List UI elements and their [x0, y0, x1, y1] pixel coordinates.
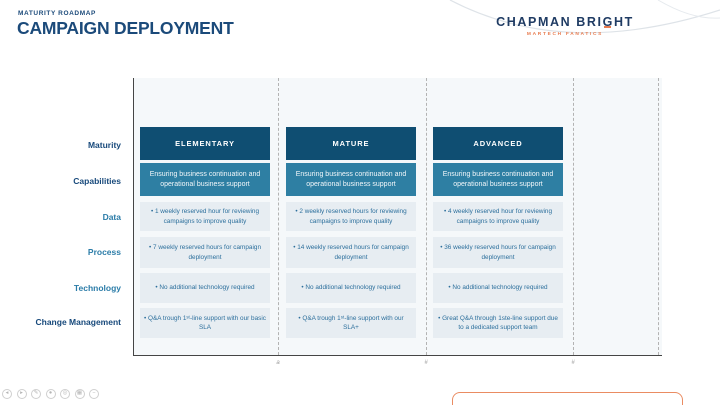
logo-stylized-g: G — [602, 15, 614, 29]
row-label-process: Process — [87, 247, 121, 257]
logo-text-post: HT — [613, 15, 634, 29]
cell-mature-process: • 14 weekly reserved hours for campaign … — [286, 237, 416, 268]
orange-callout-box — [452, 392, 683, 405]
cell-mature-change-mgmt: • Q&A trough 1ˢᵗ-line support with our S… — [286, 308, 416, 338]
pen-icon[interactable]: ✎ — [31, 389, 41, 399]
next-slide-icon[interactable]: ▸ — [16, 389, 27, 399]
column-divider-2 — [426, 78, 427, 355]
cell-mature-data: • 2 weekly reserved hours for reviewing … — [286, 202, 416, 231]
row-label-maturity: Maturity — [87, 140, 121, 150]
row-label-technology: Technology — [73, 283, 121, 293]
see-all-slides-icon[interactable]: ▦ — [74, 389, 85, 399]
cell-advanced-technology: • No additional technology required — [433, 273, 563, 303]
cell-advanced-change-mgmt: • Great Q&A through 1ste-line support du… — [433, 308, 563, 338]
laser-pointer-icon[interactable]: ● — [45, 389, 56, 399]
row-label-change-management: Change Management — [35, 317, 122, 327]
matrix-left-axis — [133, 78, 135, 355]
cell-elementary-process: • 7 weekly reserved hours for campaign d… — [140, 237, 270, 268]
column-header-mature: MATURE — [286, 127, 416, 160]
column-divider-4 — [658, 78, 659, 355]
slide-title: CAMPAIGN DEPLOYMENT — [17, 18, 234, 38]
more-options-icon[interactable]: − — [89, 389, 99, 399]
cell-mature-technology: • No additional technology required — [286, 273, 416, 303]
column-header-elementary: ELEMENTARY — [140, 127, 270, 160]
cell-advanced-process: • 36 weekly reserved hours for campaign … — [433, 237, 563, 268]
row-label-data: Data — [102, 212, 121, 222]
cell-advanced-capabilities: Ensuring business continuation and opera… — [433, 163, 563, 196]
zoom-icon[interactable]: ◎ — [60, 389, 70, 399]
matrix-bottom-axis — [133, 354, 662, 356]
column-divider-3 — [573, 78, 574, 355]
company-tagline: MARTECH FANATICS — [526, 31, 604, 37]
cell-advanced-data: • 4 weekly reserved hour for reviewing c… — [433, 202, 563, 231]
company-logo-wordmark: CHAPMAN BRIGHT — [470, 15, 660, 29]
footnote-mark-2: # — [424, 360, 428, 366]
column-header-advanced: ADVANCED — [433, 127, 563, 160]
cell-elementary-data: • 1 weekly reserved hour for reviewing c… — [140, 202, 270, 231]
presenter-toolbar: ◂ ▸ ✎ ● ◎ ▦ − — [2, 389, 99, 399]
slide-eyebrow: MATURITY ROADMAP — [18, 10, 96, 17]
cell-elementary-change-mgmt: • Q&A trough 1ˢᵗ-line support with our b… — [140, 308, 270, 338]
previous-slide-icon[interactable]: ◂ — [2, 389, 12, 399]
column-divider-1 — [278, 78, 279, 355]
cell-elementary-technology: • No additional technology required — [140, 273, 270, 303]
cell-mature-capabilities: Ensuring business continuation and opera… — [286, 163, 416, 196]
logo-text-pre: CHAPMAN BRI — [496, 15, 603, 29]
cell-elementary-capabilities: Ensuring business continuation and opera… — [140, 163, 270, 196]
company-logo: CHAPMAN BRIGHT MARTECH FANATICS — [470, 15, 660, 37]
row-label-capabilities: Capabilities — [73, 176, 121, 186]
footnote-mark-1: a — [276, 360, 280, 366]
footnote-mark-3: # — [571, 360, 575, 366]
maturity-matrix: ELEMENTARY Ensuring business continuatio… — [133, 78, 662, 356]
